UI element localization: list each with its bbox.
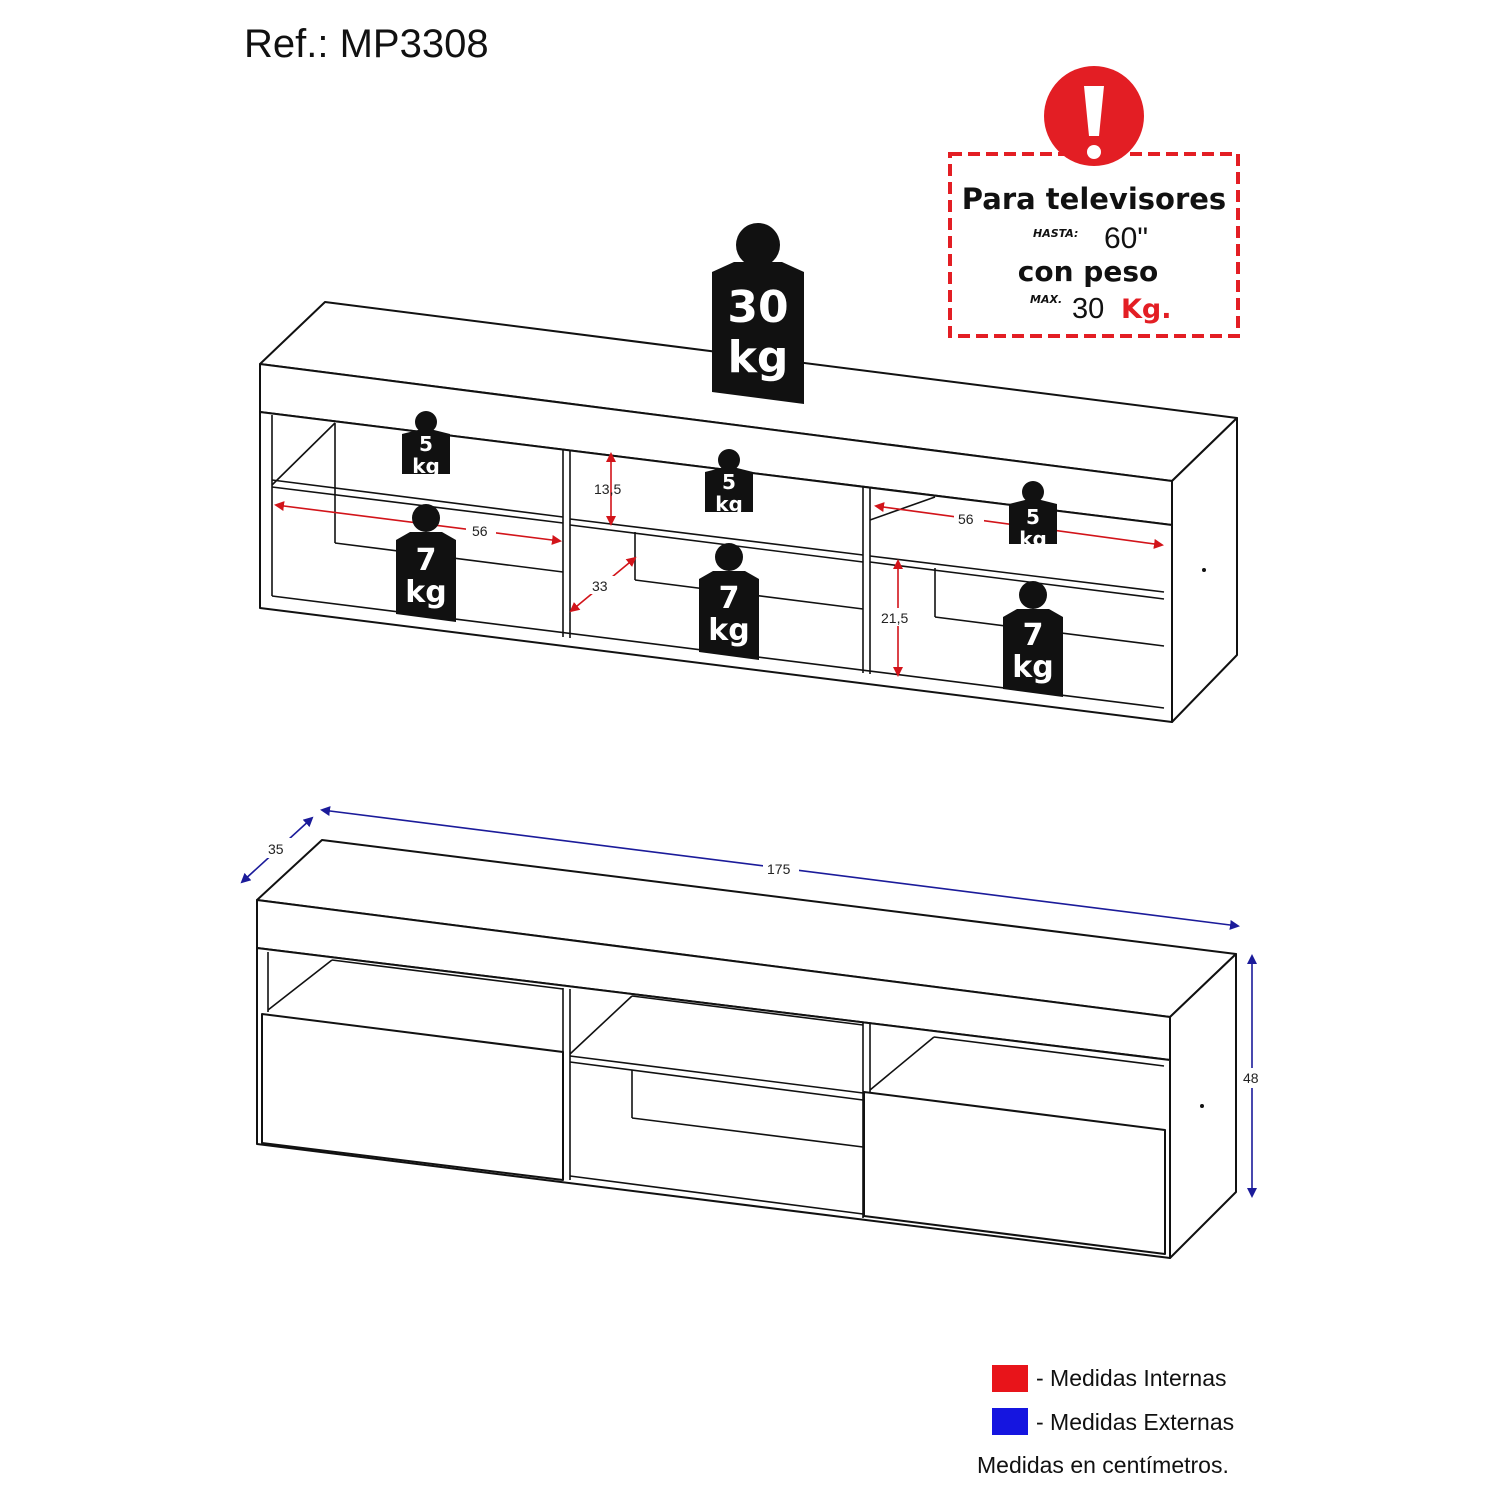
- dim-height-right: 21,5: [881, 610, 908, 626]
- weight-icon-base-left: 7 kg: [396, 504, 456, 622]
- dim-height: 48: [1243, 1070, 1259, 1086]
- svg-text:kg: kg: [1012, 650, 1053, 685]
- external-dimensions: 35 175 48: [240, 806, 1266, 1198]
- legend-internal: - Medidas Internas: [1036, 1365, 1226, 1391]
- svg-text:60": 60": [1104, 222, 1148, 255]
- svg-text:Kg.: Kg.: [1121, 294, 1172, 325]
- svg-text:5: 5: [722, 470, 736, 494]
- exclamation-icon: [1044, 66, 1144, 166]
- dim-depth-mid: 33: [592, 578, 608, 594]
- svg-text:30: 30: [1072, 293, 1104, 325]
- svg-text:HASTA:: HASTA:: [1033, 227, 1078, 240]
- svg-text:kg: kg: [405, 575, 446, 610]
- legend-note: Medidas en centímetros.: [977, 1452, 1229, 1478]
- svg-text:7: 7: [1023, 618, 1044, 653]
- weight-icon-base-right: 7 kg: [1003, 581, 1063, 697]
- legend: - Medidas Internas - Medidas Externas Me…: [977, 1365, 1234, 1478]
- weight-icon-shelf-mid: 5 kg: [705, 449, 753, 516]
- reference-code: Ref.: MP3308: [244, 22, 489, 66]
- legend-external: - Medidas Externas: [1036, 1409, 1234, 1435]
- weight-icon-top: 30 kg: [712, 223, 804, 404]
- svg-text:kg: kg: [728, 332, 789, 383]
- svg-text:con peso: con peso: [1018, 255, 1158, 288]
- weight-icon-shelf-left: 5 kg: [402, 411, 450, 478]
- dim-depth: 35: [268, 841, 284, 857]
- svg-text:kg: kg: [708, 613, 749, 648]
- svg-text:5: 5: [419, 432, 433, 456]
- svg-text:kg: kg: [1019, 527, 1047, 551]
- tv-warning-note: Para televisores HASTA: 60" con peso MAX…: [948, 66, 1240, 338]
- weight-icon-shelf-right: 5 kg: [1009, 481, 1057, 551]
- svg-text:30: 30: [727, 282, 788, 333]
- cabinet-top-view: [259, 301, 1238, 723]
- svg-text:Para televisores: Para televisores: [962, 182, 1226, 216]
- cabinet-front-view: [256, 839, 1237, 1259]
- svg-text:kg: kg: [412, 454, 440, 478]
- svg-text:kg: kg: [715, 492, 743, 516]
- dim-width: 175: [767, 861, 791, 877]
- weight-icon-base-mid: 7 kg: [699, 543, 759, 660]
- internal-dimensions: 56 56 13,5 33 21,5: [274, 452, 1164, 677]
- svg-text:5: 5: [1026, 505, 1040, 529]
- svg-text:MAX.: MAX.: [1030, 293, 1062, 306]
- svg-text:7: 7: [719, 581, 740, 616]
- svg-text:7: 7: [416, 543, 437, 578]
- dim-width-left: 56: [472, 523, 488, 539]
- dim-height-mid: 13,5: [594, 481, 621, 497]
- legend-swatch-internal: [992, 1365, 1028, 1392]
- legend-swatch-external: [992, 1408, 1028, 1435]
- dim-width-right: 56: [958, 511, 974, 527]
